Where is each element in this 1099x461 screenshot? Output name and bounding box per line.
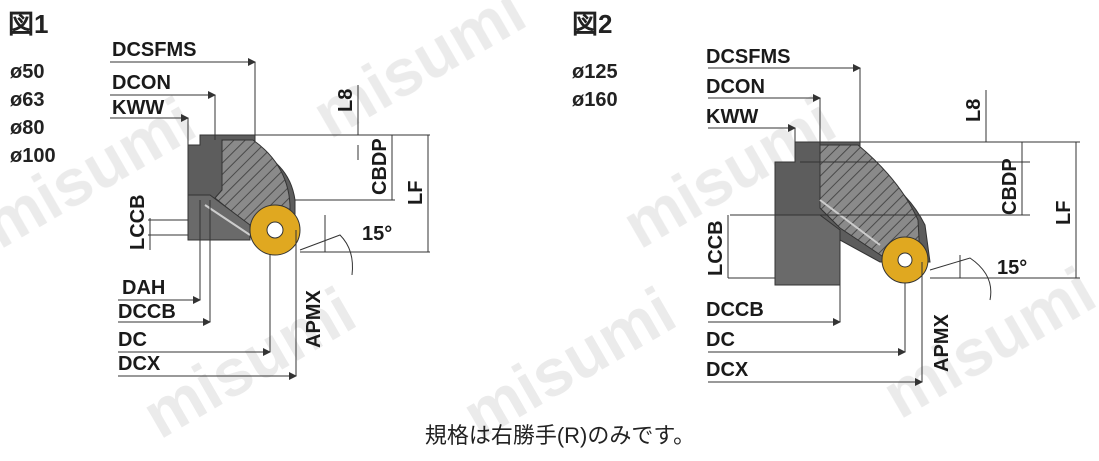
diameter-item: ø125 xyxy=(572,61,618,83)
fig2-label-angle: 15° xyxy=(997,257,1027,279)
fig1-label-dc: DC xyxy=(118,329,147,351)
fig1-label-dcon: DCON xyxy=(112,72,171,94)
fig2-label-dcx: DCX xyxy=(706,359,749,381)
diameter-item: ø160 xyxy=(572,89,618,111)
fig2-label-dcon: DCON xyxy=(706,76,765,98)
fig1-label-cbdp: CBDP xyxy=(369,138,391,195)
fig1-label-lccb: LCCB xyxy=(127,194,149,250)
fig2-label-dccb: DCCB xyxy=(706,299,764,321)
fig2-label-apmx: APMX xyxy=(931,314,953,372)
fig2-label-lccb: LCCB xyxy=(705,220,727,276)
cutter-lower xyxy=(774,214,841,286)
fig1-label-dcx: DCX xyxy=(118,353,161,375)
insert-hole xyxy=(266,221,284,239)
diameter-item: ø80 xyxy=(10,117,45,139)
diameter-item: ø50 xyxy=(10,61,45,83)
fig1-label-angle: 15° xyxy=(362,223,392,245)
watermark-text: misumi xyxy=(130,272,367,452)
fig1-label-dcsfms: DCSFMS xyxy=(112,39,196,61)
fig2-label-kww: KWW xyxy=(706,106,758,128)
figure-1-drawing xyxy=(110,58,430,380)
fig2-label-dc: DC xyxy=(706,329,735,351)
fig1-label-lf: LF xyxy=(405,181,427,205)
figure-2-diameter-list: ø125 ø160 xyxy=(572,58,618,114)
figure-1-title: 図1 xyxy=(8,9,49,39)
fig2-label-dcsfms: DCSFMS xyxy=(706,46,790,68)
watermark-text: misumi xyxy=(300,0,537,152)
fig1-label-l8: L8 xyxy=(335,89,357,112)
fig1-label-dah: DAH xyxy=(122,277,165,299)
figure-1-diameter-list: ø50 ø63 ø80 ø100 xyxy=(10,58,56,170)
figure-2-drawing xyxy=(708,64,1080,386)
fig1-label-dccb: DCCB xyxy=(118,301,176,323)
diameter-item: ø63 xyxy=(10,89,45,111)
fig2-label-lf: LF xyxy=(1053,201,1075,225)
figure-2-title: 図2 xyxy=(572,9,613,39)
fig1-label-kww: KWW xyxy=(112,97,164,119)
footnote: 規格は右勝手(R)のみです。 xyxy=(424,423,696,448)
fig1-label-apmx: APMX xyxy=(303,290,325,348)
insert-hole xyxy=(897,252,913,268)
diameter-item: ø100 xyxy=(10,145,56,167)
fig2-label-cbdp: CBDP xyxy=(999,158,1021,215)
fig2-label-l8: L8 xyxy=(963,99,985,122)
